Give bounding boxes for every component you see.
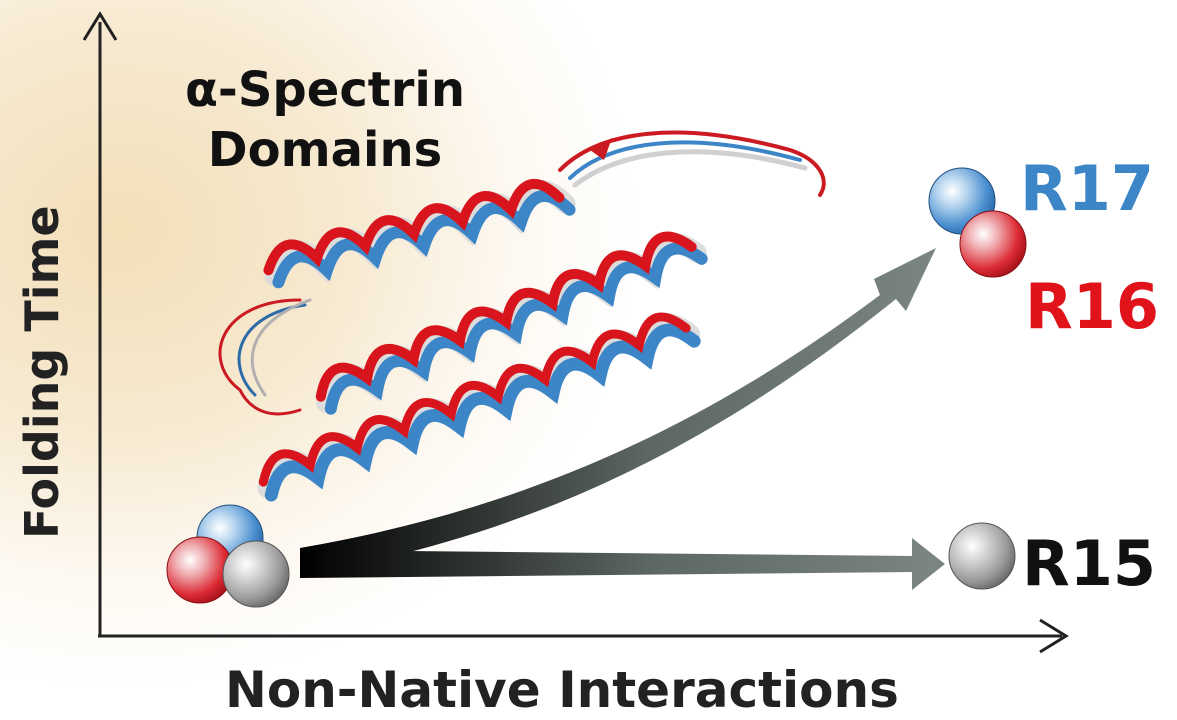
figure-title: α-Spectrin Domains	[165, 60, 485, 180]
y-axis-label: Folding Time	[15, 205, 69, 539]
r15-sphere-icon	[222, 540, 290, 608]
y-axis	[82, 11, 118, 636]
r17-label: R17	[1020, 152, 1155, 225]
straight-arrow-to-r15	[300, 538, 945, 590]
x-axis	[98, 618, 1069, 654]
x-axis-label: Non-Native Interactions	[225, 661, 899, 719]
r16-label: R16	[1025, 270, 1160, 343]
curved-arrow-to-r16-r17	[300, 248, 936, 575]
r15-end-sphere-icon	[948, 522, 1016, 590]
three-helix-bundle-ribbon-icon	[218, 130, 826, 502]
title-line-2: Domains	[207, 122, 443, 178]
start-sphere-cluster	[166, 504, 290, 608]
r16-end-sphere-icon	[959, 210, 1027, 278]
r15-label: R15	[1022, 527, 1157, 600]
title-line-1: α-Spectrin	[184, 62, 466, 118]
